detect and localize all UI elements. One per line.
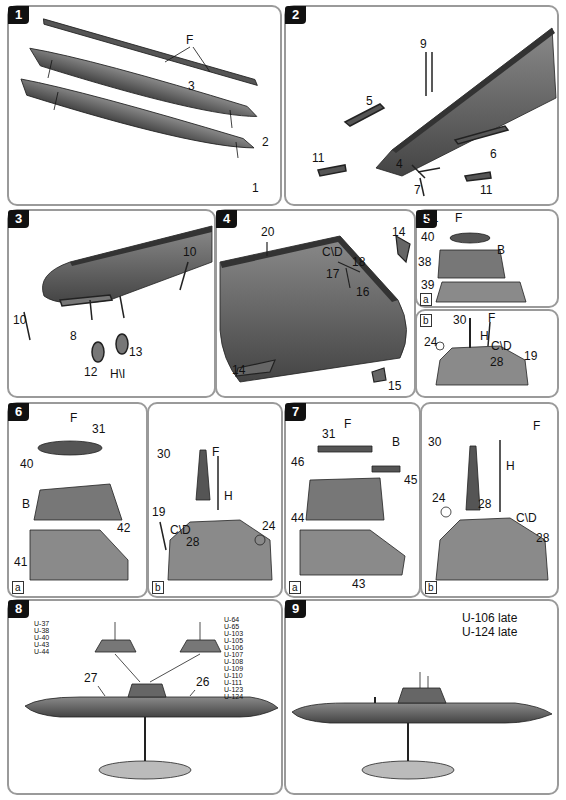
callout-number: 45: [404, 474, 417, 487]
callout-number: 18: [352, 256, 365, 269]
callout-number: 16: [356, 286, 369, 299]
callout-number: 2: [262, 136, 269, 149]
step-number: 6: [8, 403, 29, 421]
callout-number: 19: [524, 350, 537, 363]
callout-number: F: [344, 418, 351, 431]
step-number: 3: [8, 210, 29, 228]
callout-number: U-106 late: [462, 612, 517, 625]
callout-number: 31: [425, 212, 438, 225]
callout-number: 28: [186, 536, 199, 549]
callout-number: 14: [232, 364, 245, 377]
step-text: a: [423, 294, 429, 305]
callout-number: 28: [478, 498, 491, 511]
callout-number: 44: [291, 512, 304, 525]
callout-number: 28: [536, 532, 549, 545]
callout-number: B: [497, 244, 505, 257]
step-text: b: [423, 315, 429, 326]
sub-step-letter: a: [12, 581, 24, 594]
callout-number: 4: [396, 158, 403, 171]
callout-number: B: [22, 498, 30, 511]
step-text: 1: [15, 7, 22, 22]
callout-number: 40: [20, 458, 33, 471]
sub-step-letter: b: [425, 581, 437, 594]
callout-number: C\D: [491, 340, 512, 353]
callout-number: 13: [129, 346, 142, 359]
callout-number: 43: [352, 578, 365, 591]
callout-number: 40: [421, 231, 434, 244]
step-text: a: [292, 582, 298, 593]
callout-number: U-124 late: [462, 626, 517, 639]
step-number: 4: [216, 210, 237, 228]
callout-number: F: [212, 446, 219, 459]
model-list: U-64 U-65 U-103 U-105 U-106 U-107 U-108 …: [224, 616, 248, 700]
step-number: 7: [285, 403, 306, 421]
step-number: 2: [285, 6, 306, 24]
callout-number: 9: [420, 38, 427, 51]
step-text: b: [155, 582, 161, 593]
callout-number: 26: [196, 676, 209, 689]
callout-number: H\I: [110, 368, 125, 381]
callout-number: 28: [490, 356, 503, 369]
callout-number: 3: [188, 80, 195, 93]
callout-number: 7: [414, 184, 421, 197]
callout-number: 41: [14, 556, 27, 569]
callout-number: F: [533, 420, 540, 433]
callout-number: 17: [326, 268, 339, 281]
callout-number: F: [70, 412, 77, 425]
callout-number: 46: [291, 456, 304, 469]
sub-step-letter: b: [420, 314, 432, 327]
callout-number: 12: [84, 366, 97, 379]
step-number: 1: [8, 6, 29, 24]
callout-number: 11: [480, 184, 492, 197]
callout-number: 30: [428, 436, 441, 449]
step-text: 9: [292, 601, 299, 616]
step-text: 6: [15, 404, 22, 419]
callout-number: F: [186, 34, 193, 47]
callout-number: 10: [183, 246, 196, 259]
callout-number: 30: [157, 448, 170, 461]
step-text: 4: [223, 211, 230, 226]
callout-number: 5: [366, 95, 373, 108]
sub-step-letter: b: [152, 581, 164, 594]
callout-number: 15: [388, 380, 401, 393]
callout-number: 11: [312, 152, 324, 165]
callout-number: 14: [392, 226, 405, 239]
step-number: 9: [285, 600, 306, 618]
callout-number: 39: [421, 279, 434, 292]
callout-number: F: [455, 212, 462, 225]
callout-number: H: [480, 330, 489, 343]
callout-number: 24: [432, 492, 445, 505]
callout-number: C\D: [516, 512, 537, 525]
callout-number: 30: [453, 314, 466, 327]
callout-number: 20: [261, 226, 274, 239]
step-text: 2: [292, 7, 299, 22]
step-text: 8: [15, 601, 22, 616]
step-text: a: [15, 582, 21, 593]
model-list: U-37 U-38 U-40 U-43 U-44: [34, 620, 58, 655]
callout-number: 24: [262, 520, 275, 533]
callout-number: 31: [92, 423, 105, 436]
callout-number: C\D: [322, 246, 343, 259]
callout-number: 31: [322, 428, 335, 441]
sub-step-letter: a: [289, 581, 301, 594]
sub-step-letter: a: [420, 293, 432, 306]
callout-number: 24: [424, 336, 437, 349]
callout-number: 27: [84, 672, 97, 685]
callout-number: 8: [70, 330, 77, 343]
callout-number: 19: [152, 506, 165, 519]
callout-number: F: [488, 312, 495, 325]
callout-number: 10: [13, 314, 26, 327]
step-text: 3: [15, 211, 22, 226]
step-text: b: [428, 582, 434, 593]
callout-number: 1: [252, 182, 259, 195]
callout-number: H: [506, 460, 515, 473]
callout-number: 38: [418, 256, 431, 269]
step-number: 8: [8, 600, 29, 618]
callout-number: B: [392, 436, 400, 449]
step-text: 7: [292, 404, 299, 419]
callout-number: H: [224, 490, 233, 503]
callout-number: 6: [490, 148, 497, 161]
callout-number: 42: [117, 522, 130, 535]
